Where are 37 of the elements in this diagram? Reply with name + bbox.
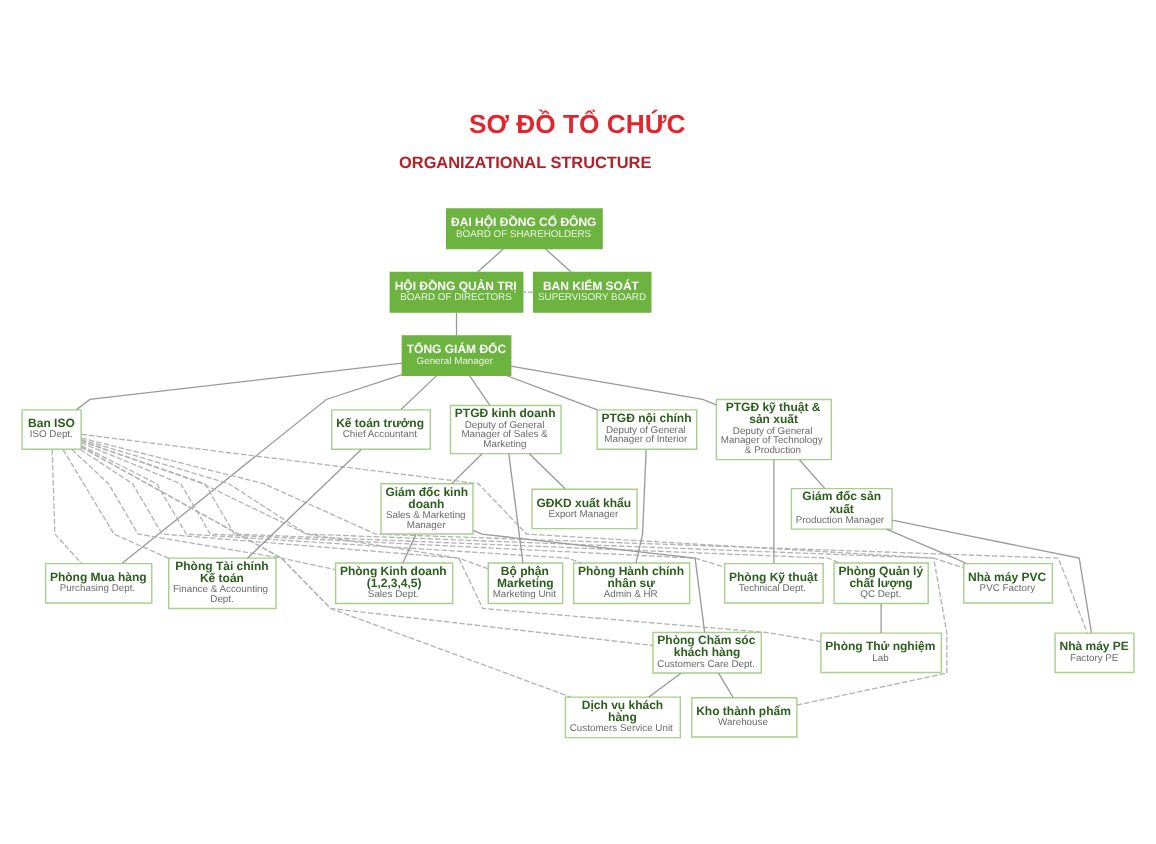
- connector: [51, 447, 83, 564]
- connector: [80, 445, 572, 697]
- connector: [468, 373, 491, 406]
- connector: [522, 290, 535, 292]
- connector: [80, 445, 654, 646]
- connector: [510, 364, 717, 405]
- connector: [80, 439, 840, 563]
- connector: [528, 452, 566, 489]
- connector: [544, 246, 573, 273]
- connector: [451, 452, 483, 484]
- connector: [80, 436, 1088, 633]
- connector: [718, 671, 734, 698]
- connector: [635, 447, 647, 563]
- diagram-title: SƠ ĐỒ TỔ CHỨC: [469, 107, 686, 138]
- connector: [798, 458, 826, 489]
- connector: [773, 458, 775, 564]
- connector: [246, 447, 362, 558]
- connector: [476, 246, 505, 273]
- connector: [75, 361, 403, 410]
- connector: [508, 452, 524, 563]
- connector: [891, 518, 1093, 633]
- connector: [80, 437, 965, 568]
- connector: [80, 441, 726, 567]
- connector: [472, 528, 706, 632]
- connector: [880, 602, 882, 633]
- connector: [505, 373, 598, 410]
- connector: [402, 532, 417, 563]
- connector: [71, 447, 337, 570]
- connector: [80, 432, 948, 705]
- connector: [79, 447, 489, 569]
- connector: [648, 671, 682, 697]
- connector: [400, 373, 438, 410]
- connector: [121, 373, 403, 563]
- connector: [80, 444, 582, 563]
- connector: [62, 447, 170, 558]
- connector: [885, 527, 967, 564]
- connector: [455, 310, 458, 336]
